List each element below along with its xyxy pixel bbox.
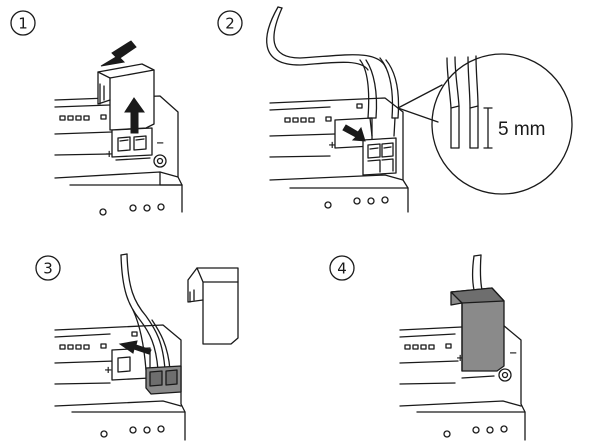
step-4-device: + − [399,254,526,441]
step-4-mounted-cover [450,287,505,372]
step-1-panel: 1 [10,10,183,216]
step-1-arrow-down-left-icon [100,40,137,67]
step-4-vent-holes [443,425,508,438]
step-3-badge: 3 [35,255,61,281]
step-1-device: + − [54,40,183,216]
step-3-led-dots [59,331,138,350]
step-1-minus-sign: − [156,138,164,149]
step-2-zoom-callout: 5 mm [397,53,573,195]
step-1-badge: 1 [10,10,36,36]
step-2-number: 2 [225,15,235,33]
step-2-device: + [266,6,409,213]
step-3-connector [145,365,182,395]
step-2-led-dots [284,103,363,123]
step-3-plus-sign: + [104,365,112,376]
step-1-number: 1 [18,15,28,33]
step-3-removed-cover [187,267,239,345]
step-4-minus-sign: − [509,348,517,359]
step-2-panel: 2 + [217,6,573,213]
step-1-plus-sign: + [105,149,113,160]
step-2-plus-sign: + [328,140,336,151]
step-3-panel: 3 + [35,253,239,441]
step-1-cover [97,63,155,131]
step-3-cable [120,253,171,371]
step-4-cable [471,254,483,291]
step-4-led-dots [404,343,452,350]
step-4-panel: 4 + − [329,254,526,441]
step-2-vent-holes [324,196,389,209]
step-4-badge: 4 [329,255,355,281]
step-2-terminal-block [334,117,397,176]
step-4-number: 4 [337,260,347,278]
step-2-badge: 2 [217,10,243,36]
step-1-vent-holes [99,203,165,216]
step-2-cable [266,6,400,137]
step-3-number: 3 [43,260,53,278]
step-3-arrow-in-icon [118,340,152,355]
step-2-arrow-in-icon [342,124,366,142]
step-4-plus-sign: + [456,353,464,364]
step-1-arrow-up-icon [124,97,145,134]
step-3-device: + [54,253,186,441]
step-3-vent-holes [100,425,165,438]
strip-length-label: 5 mm [498,119,546,140]
step-1-led-dots [59,114,107,121]
